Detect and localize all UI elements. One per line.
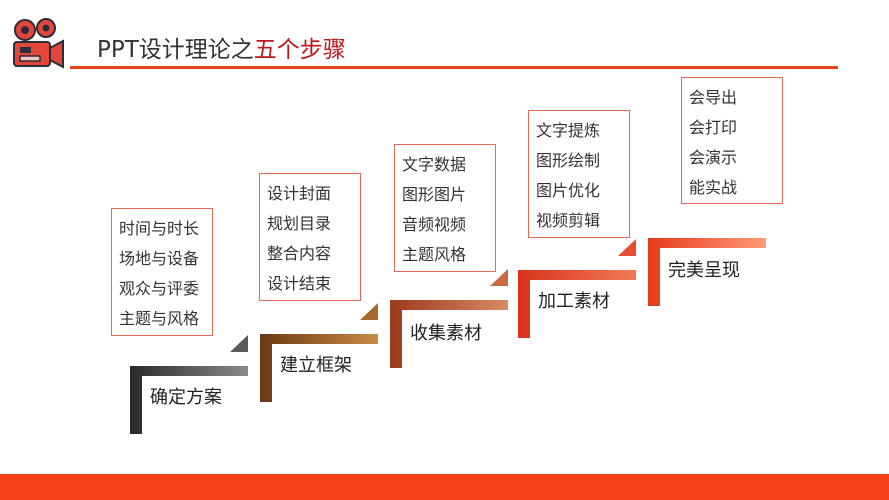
list-item: 设计封面 — [267, 184, 332, 203]
list-item: 会打印 — [689, 118, 738, 137]
step-shape-3 — [390, 269, 508, 368]
list-item: 图片优化 — [536, 181, 601, 200]
list-item: 主题风格 — [402, 245, 467, 264]
footer-bar — [0, 474, 889, 500]
step-label-3: 收集素材 — [410, 323, 482, 344]
list-item: 场地与设备 — [119, 249, 200, 268]
list-item: 时间与时长 — [119, 219, 200, 238]
page-title-prefix: PPT设计理论之 — [97, 37, 254, 63]
step-label-4: 加工素材 — [538, 291, 610, 312]
list-item: 能实战 — [689, 178, 738, 197]
step-items-box-2: 设计封面 规划目录 整合内容 设计结束 — [259, 173, 361, 301]
title-underline — [70, 66, 838, 69]
step-shape-2 — [260, 303, 378, 402]
list-item: 设计结束 — [267, 274, 332, 293]
list-item: 文字数据 — [402, 155, 467, 174]
list-item: 整合内容 — [267, 244, 332, 263]
step-shape-5 — [648, 238, 766, 306]
step-shape-1 — [130, 335, 248, 434]
step-items-box-1: 时间与时长 场地与设备 观众与评委 主题与风格 — [111, 208, 213, 336]
list-item: 主题与风格 — [119, 309, 200, 328]
step-label-1: 确定方案 — [150, 387, 222, 408]
step-items-box-4: 文字提炼 图形绘制 图片优化 视频剪辑 — [528, 110, 630, 238]
list-item: 规划目录 — [267, 214, 332, 233]
list-item: 图形图片 — [402, 185, 467, 204]
list-item: 图形绘制 — [536, 151, 601, 170]
list-item: 音频视频 — [402, 215, 467, 234]
step-label-5: 完美呈现 — [668, 260, 740, 281]
step-label-2: 建立框架 — [280, 355, 352, 376]
list-item: 观众与评委 — [119, 279, 200, 298]
list-item: 会导出 — [689, 88, 738, 107]
list-item: 视频剪辑 — [536, 211, 601, 230]
page-title: PPT设计理论之五个步骤 — [97, 30, 346, 64]
page-title-highlight: 五个步骤 — [253, 37, 346, 63]
step-items-box-5: 会导出 会打印 会演示 能实战 — [681, 77, 783, 204]
list-item: 会演示 — [689, 148, 738, 167]
step-items-box-3: 文字数据 图形图片 音频视频 主题风格 — [394, 144, 496, 272]
step-shape-4 — [518, 239, 636, 338]
list-item: 文字提炼 — [536, 121, 601, 140]
camera-logo-icon — [13, 18, 64, 69]
